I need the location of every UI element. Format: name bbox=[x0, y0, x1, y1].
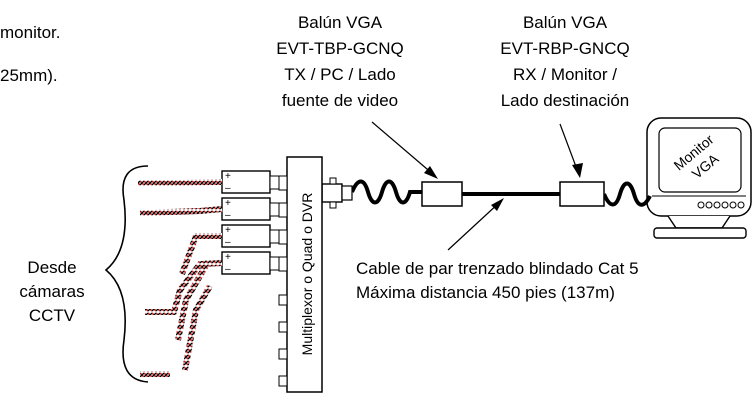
vga-plug bbox=[321, 177, 353, 209]
rx-balun-label-line3: RX / Monitor / bbox=[513, 65, 617, 84]
cameras-label-line2: cámaras bbox=[19, 282, 84, 301]
camera-balun-1-plus: + bbox=[225, 171, 231, 182]
camera-balun-3-minus: – bbox=[225, 237, 231, 248]
tx-pointer-arrow bbox=[371, 121, 438, 179]
cable-label: Cable de par trenzado blindado Cat 5 Máx… bbox=[356, 259, 639, 302]
tx-balun-label-line3: TX / PC / Lado bbox=[284, 65, 396, 84]
camera-balun-2: + – bbox=[221, 197, 280, 221]
cameras-label: Desde cámaras CCTV bbox=[19, 258, 84, 325]
intro-text-line2: 25mm). bbox=[0, 66, 58, 85]
intro-text-line1: monitor. bbox=[0, 23, 60, 42]
tx-balun-label-line1: Balún VGA bbox=[298, 13, 383, 32]
tx-balun-label-line4: fuente de video bbox=[282, 91, 398, 110]
dvr-unit: Multiplexor o Quad o DVR bbox=[278, 156, 323, 393]
rx-pointer-arrow bbox=[559, 123, 583, 178]
camera-balun-4: + – bbox=[221, 251, 280, 275]
dvr-label: Multiplexor o Quad o DVR bbox=[299, 193, 315, 356]
camera-balun-2-minus: – bbox=[225, 210, 231, 221]
cameras-label-line1: Desde bbox=[27, 258, 76, 277]
camera-balun-3-plus: + bbox=[225, 225, 231, 236]
camera-balun-4-minus: – bbox=[225, 264, 231, 275]
cameras-label-line3: CCTV bbox=[29, 306, 76, 325]
rx-vga-lead bbox=[602, 181, 652, 207]
camera-balun-1-minus: – bbox=[225, 183, 231, 194]
tx-balun bbox=[421, 181, 463, 207]
rx-balun-label-line4: Lado destinación bbox=[501, 91, 630, 110]
cable-pointer-arrow bbox=[447, 198, 504, 251]
tx-balun-label-line2: EVT-TBP-GCNQ bbox=[276, 39, 404, 58]
rx-balun-label-line1: Balún VGA bbox=[523, 13, 608, 32]
camera-balun-2-plus: + bbox=[225, 198, 231, 209]
rx-balun bbox=[559, 181, 605, 207]
camera-brace bbox=[104, 165, 149, 383]
tx-balun-label: Balún VGA EVT-TBP-GCNQ TX / PC / Lado fu… bbox=[276, 13, 404, 110]
camera-twisted-pair-wires bbox=[137, 179, 223, 377]
vga-monitor: Monitor VGA bbox=[646, 117, 752, 239]
tx-vga-lead bbox=[350, 179, 422, 205]
camera-balun-1: + – bbox=[221, 170, 280, 194]
cable-label-line1: Cable de par trenzado blindado Cat 5 bbox=[356, 259, 639, 278]
cable-label-line2: Máxima distancia 450 pies (137m) bbox=[356, 283, 615, 302]
camera-balun-3: + – bbox=[221, 224, 280, 248]
rx-balun-label-line2: EVT-RBP-GNCQ bbox=[500, 39, 629, 58]
rx-balun-label: Balún VGA EVT-RBP-GNCQ RX / Monitor / La… bbox=[500, 13, 629, 110]
camera-balun-4-plus: + bbox=[225, 252, 231, 263]
